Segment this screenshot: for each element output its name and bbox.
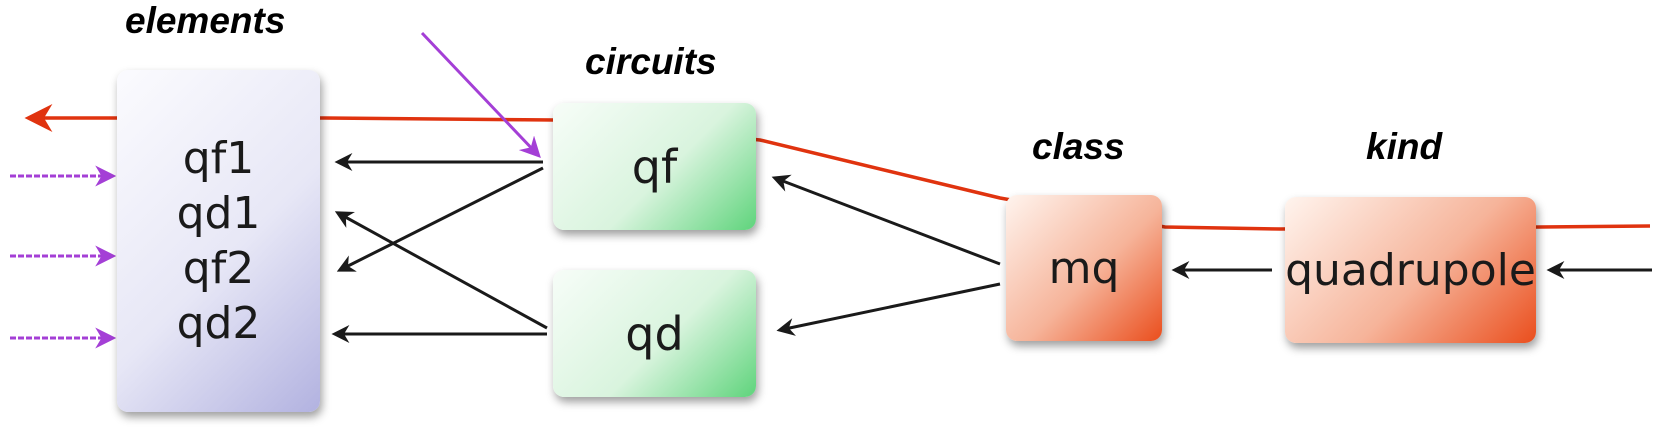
heading-elements: elements	[125, 0, 286, 41]
arrow-qf-to-qf2	[336, 166, 544, 272]
class-label-mq: mq	[1048, 242, 1120, 294]
kind-box-quadrupole: quadrupole	[1285, 197, 1536, 343]
arrow-mq-to-qf	[771, 174, 1001, 266]
heading-class: class	[1032, 126, 1125, 167]
class-box-mq: mq	[1006, 195, 1162, 341]
element-item-qd1: qd1	[176, 188, 261, 239]
heading-circuits: circuits	[585, 41, 717, 82]
element-item-qf2: qf2	[182, 243, 255, 294]
purple-arrow-qf	[420, 31, 541, 159]
element-item-qf1: qf1	[182, 133, 255, 184]
element-item-qd2: qd2	[176, 298, 261, 349]
kind-label-quadrupole: quadrupole	[1285, 244, 1536, 296]
circuit-label-qf: qf	[631, 139, 678, 194]
arrow-mq-to-qd	[776, 282, 1001, 336]
heading-kind: kind	[1366, 126, 1443, 167]
arrow-qd-to-qd1	[334, 211, 548, 330]
circuit-label-qd: qd	[625, 306, 684, 361]
circuit-box-qd: qd	[553, 270, 756, 397]
elements-box: qf1 qd1 qf2 qd2	[117, 70, 320, 412]
circuit-box-qf: qf	[553, 103, 756, 230]
